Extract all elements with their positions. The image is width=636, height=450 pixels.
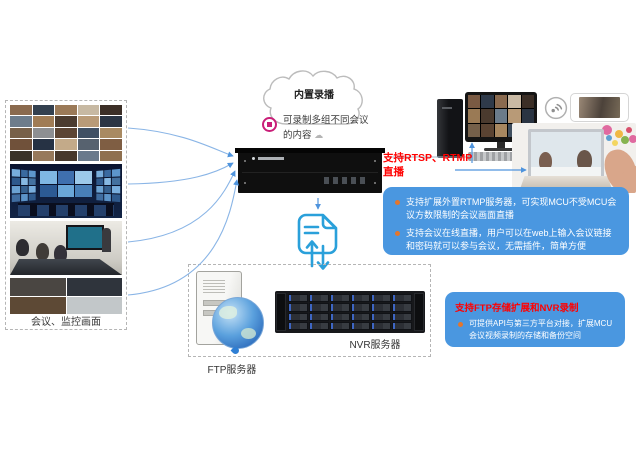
record-icon <box>262 117 277 132</box>
bullet-icon <box>395 231 400 237</box>
monitoring-quad-photo <box>10 278 122 314</box>
laptop-photo <box>512 123 636 193</box>
control-desk <box>18 203 114 216</box>
mcu-logo <box>258 157 284 160</box>
mcu-server <box>235 148 385 193</box>
video-wall-photo <box>10 164 122 218</box>
cloud-label: 内置录播 <box>294 90 334 101</box>
person-figure <box>36 243 49 260</box>
mcu-front-ports <box>324 177 368 184</box>
mini-cloud-icon: ☁ <box>314 130 324 140</box>
record-note-text: 可录制多组不同会议 的内容 ☁ <box>283 115 369 141</box>
nvr-handle-right <box>414 293 424 331</box>
meeting-screen <box>66 225 104 250</box>
live-streaming-callout: 支持扩展外置RTMP服务器，可实现MCU不受MCU会议方数限制的会议画面直播 支… <box>383 187 629 255</box>
recording-cloud: 内置录播 <box>258 70 370 134</box>
video-wall-right-screens <box>96 168 121 203</box>
arrow-videowall-to-mcu <box>127 162 234 185</box>
bullet-item: 支持扩展外置RTMP服务器，可实现MCU不受MCU会议方数限制的会议画面直播 <box>391 196 619 222</box>
mcu-lid <box>235 148 385 153</box>
arrow-meeting-to-mcu <box>127 170 236 243</box>
bullet-item: 支持会议在线直播，用户可以在web上输入会议链接和密码就可以参与会议，无需插件，… <box>391 227 619 253</box>
meeting-table <box>10 259 122 275</box>
flowers <box>602 125 612 135</box>
bullet-item: 可提供API与第三方平台对接，扩展MCU会议视频录制的存储和备份空间 <box>454 318 616 342</box>
bullet-icon <box>458 322 463 327</box>
nvr-handle-left <box>276 293 286 331</box>
left-panel-caption: 会议、监控画面 <box>31 317 101 328</box>
smartphone <box>570 93 629 122</box>
monitor-thumbnails <box>468 95 534 137</box>
storage-group-box <box>188 264 431 357</box>
wireless-cast-icon <box>544 96 568 120</box>
mcu-logo-dot <box>252 157 255 160</box>
ftp-server <box>192 271 264 356</box>
pc-tower <box>437 99 463 158</box>
nvr-server <box>275 291 425 333</box>
storage-callout: 支持FTP存储扩展和NVR录制 可提供API与第三方平台对接，扩展MCU会议视频… <box>445 292 625 347</box>
ftp-server-label: FTP服务器 <box>207 365 257 376</box>
arrow-thumbnails-to-mcu <box>127 127 234 158</box>
conference-thumbnails-photo <box>10 105 122 161</box>
phone-screen-photo <box>579 97 620 118</box>
keyboard <box>468 152 532 161</box>
rtsp-rtmp-banner: 支持RTSP、RTMP直播 <box>383 152 473 178</box>
nvr-drive-bays <box>288 294 412 330</box>
source-screens-panel: 会议、监控画面 <box>5 100 127 330</box>
laptop-screen <box>528 129 604 182</box>
cloud-shape <box>263 70 363 125</box>
nvr-server-label: NVR服务器 <box>349 340 401 351</box>
globe-icon <box>212 297 264 349</box>
file-transfer-icon <box>297 213 338 270</box>
laptop-base <box>520 176 612 189</box>
person-figure <box>54 245 67 262</box>
video-wall-left-screens <box>11 168 36 203</box>
bullet-icon <box>395 200 400 205</box>
video-wall-center-screens <box>40 171 92 197</box>
presenter-figure <box>102 228 111 252</box>
storage-callout-title: 支持FTP存储扩展和NVR录制 <box>455 303 579 314</box>
person-figure <box>16 239 29 256</box>
meeting-room-photo <box>10 221 122 275</box>
monitor-stand <box>497 142 505 148</box>
